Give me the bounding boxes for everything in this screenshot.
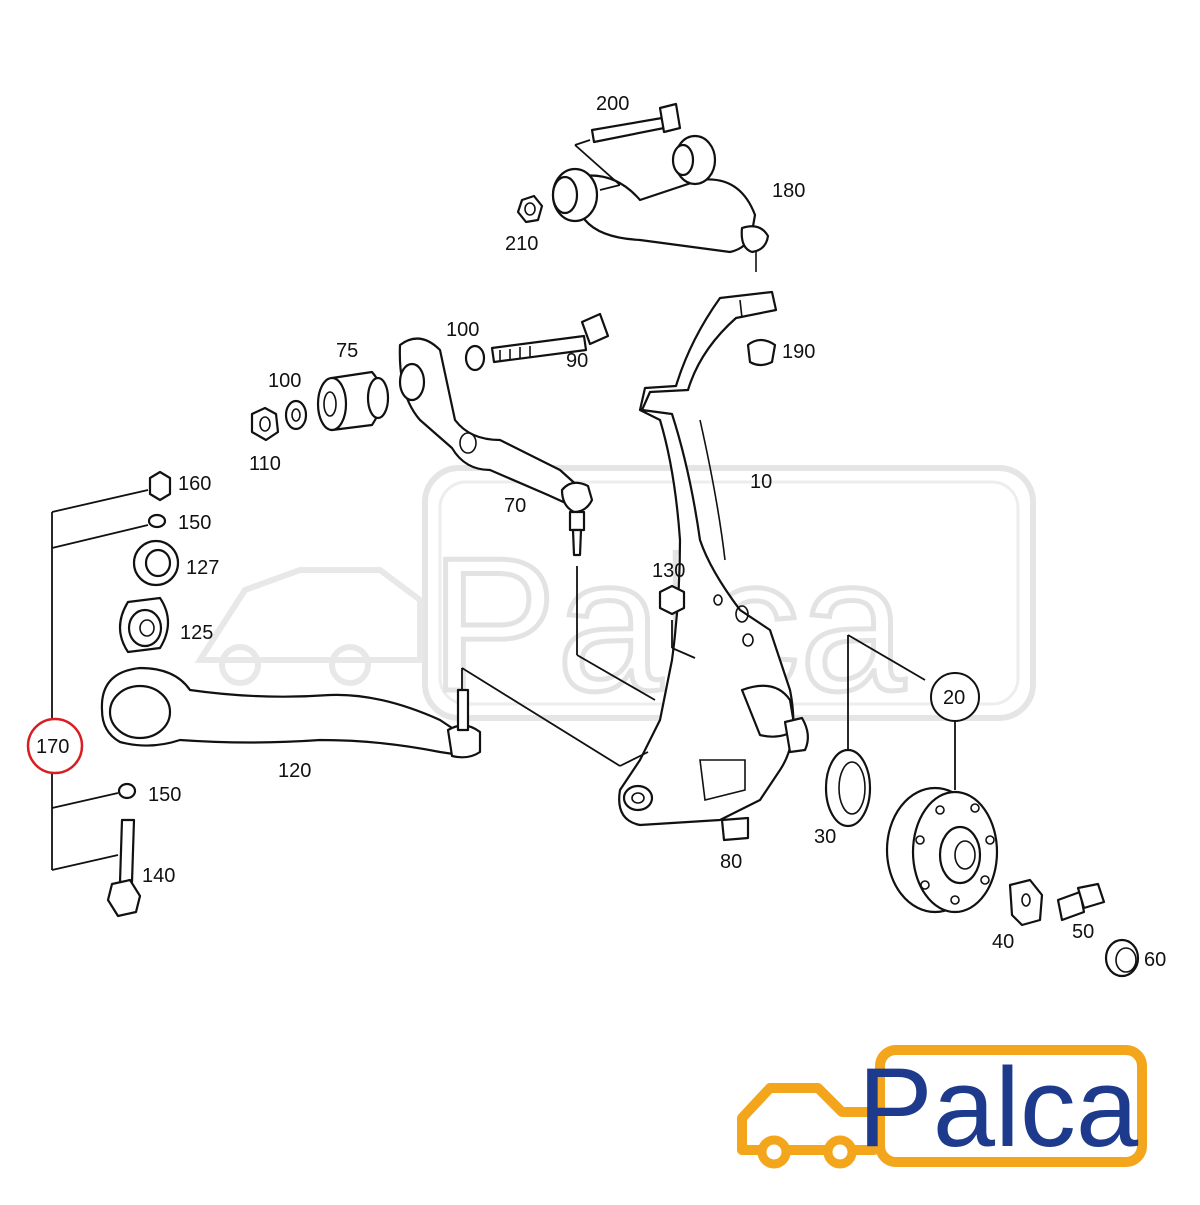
label-190: 190 — [782, 341, 815, 363]
label-30: 30 — [814, 826, 836, 848]
hub-20 — [885, 720, 999, 914]
label-150-bottom: 150 — [148, 784, 181, 806]
washer-100-right — [464, 344, 486, 372]
bolt-200 — [574, 102, 682, 191]
upper-control-arm — [551, 134, 770, 272]
label-130: 130 — [652, 560, 685, 582]
bolt-140 — [106, 818, 142, 918]
washer-150-bottom — [117, 782, 137, 800]
label-70: 70 — [504, 495, 526, 517]
label-125: 125 — [180, 622, 213, 644]
nut-160 — [148, 470, 172, 502]
label-150-top: 150 — [178, 512, 211, 534]
callout-circle-20 — [930, 672, 980, 722]
label-170: 170 — [36, 736, 69, 758]
washer-190 — [746, 338, 777, 367]
kit-170-bracket — [26, 489, 149, 871]
label-90: 90 — [566, 350, 588, 372]
label-180: 180 — [772, 180, 805, 202]
label-75: 75 — [336, 340, 358, 362]
nut-210 — [516, 194, 544, 224]
nut-80 — [720, 816, 750, 842]
clip-40 — [1008, 878, 1044, 927]
knuckle-10 — [618, 290, 809, 827]
label-160: 160 — [178, 473, 211, 495]
bolt-90 — [490, 312, 610, 364]
label-210: 210 — [505, 233, 538, 255]
label-100-left: 100 — [268, 370, 301, 392]
bolt-50 — [1056, 882, 1106, 922]
label-127: 127 — [186, 557, 219, 579]
label-200: 200 — [596, 93, 629, 115]
label-100-top: 100 — [446, 319, 479, 341]
brand-logo: Palca — [737, 1045, 1147, 1170]
label-10: 10 — [750, 471, 772, 493]
label-50: 50 — [1072, 921, 1094, 943]
label-40: 40 — [992, 931, 1014, 953]
strut-70 — [398, 337, 656, 701]
label-140: 140 — [142, 865, 175, 887]
label-80: 80 — [720, 851, 742, 873]
label-20: 20 — [943, 687, 965, 709]
bushing-75 — [316, 370, 390, 432]
label-60: 60 — [1144, 949, 1166, 971]
lower-control-arm-120 — [100, 666, 649, 767]
label-120: 120 — [278, 760, 311, 782]
cap-60 — [1104, 938, 1140, 978]
bushing-127 — [132, 539, 180, 587]
washer-100-left — [284, 399, 308, 431]
highlight-ring-170 — [26, 717, 84, 775]
label-110: 110 — [249, 453, 281, 475]
brand-name: Palca — [858, 1045, 1139, 1170]
nut-130 — [658, 584, 696, 659]
washer-150-top — [147, 513, 167, 529]
seal-30 — [824, 634, 926, 828]
nut-110 — [250, 406, 280, 442]
bushing-125 — [118, 596, 170, 654]
watermark: Palca — [194, 465, 1036, 734]
truck-icon — [737, 1083, 879, 1169]
